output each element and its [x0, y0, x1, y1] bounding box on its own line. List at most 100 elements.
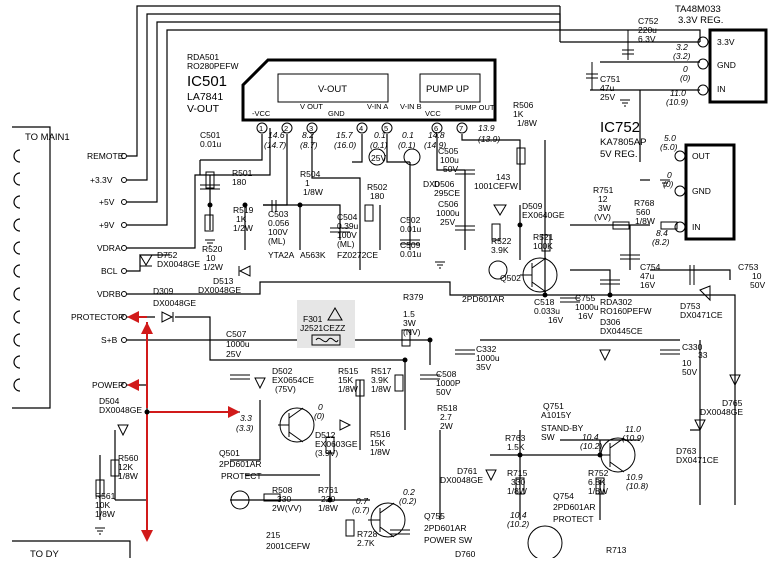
d765-ref: D765 [722, 398, 743, 408]
capacitor-icon [455, 349, 475, 355]
c509-ref: C509 [400, 240, 421, 250]
ic752-part: KA7805AP [600, 137, 646, 148]
c502-ref: C502 [400, 215, 421, 225]
capacitor-icon [230, 374, 250, 380]
c505-val: 100u [440, 155, 459, 165]
res-nv: (NV) [403, 327, 421, 337]
ic752: IC752 KA7805AP 5V REG. OUT GND IN 5.0 (5… [600, 119, 736, 247]
pin-8-icon [13, 310, 21, 324]
pin-number: 4 [359, 124, 363, 133]
diode-icon [339, 419, 352, 431]
c751-ref: C751 [600, 74, 621, 84]
ic752-body [684, 143, 736, 241]
voltage: (5.0) [660, 142, 678, 152]
ic501-part: LA7841 [187, 91, 223, 103]
q502-ref: Q502 [500, 273, 521, 283]
voltage: (10.8) [626, 481, 648, 491]
component-symbols [95, 99, 741, 561]
r506-val: 1K [513, 109, 524, 119]
fuse-symbol [311, 334, 341, 346]
d502-volt: (75V) [275, 384, 296, 394]
diode-icon [493, 204, 507, 216]
reg33-body [708, 28, 768, 104]
r518-watt: 2W [440, 421, 453, 431]
c753-val: 10 [752, 271, 762, 281]
voltage: 11.0 [670, 88, 686, 98]
c754-val: 47u [640, 271, 654, 281]
part-215: 215 [266, 530, 280, 540]
voltage: (8.2) [652, 237, 670, 247]
resistor-icon [263, 493, 281, 502]
fault-trace-arrows [127, 311, 240, 542]
connector-pins [13, 149, 21, 392]
c330-volt: 50V [682, 367, 697, 377]
res-3w: 3W [403, 318, 416, 328]
q755-ref: Q755 [424, 511, 445, 521]
ic501-vout-block [277, 73, 389, 103]
c751-value: 47u [600, 83, 614, 93]
voltage: (10.2) [507, 519, 529, 529]
voltage: 10.9 [626, 472, 643, 482]
part-fz0272ce: FZ0272CE [337, 250, 378, 260]
reg33-function: 3.3V REG. [678, 15, 723, 26]
r752-ref: R752 [588, 468, 609, 478]
resistor-icon [516, 147, 526, 165]
diode-icon [694, 419, 706, 432]
ic501-code: RDA501 [187, 52, 219, 62]
r508-watt: 2W(VV) [272, 503, 302, 513]
c332-volt: 35V [476, 362, 491, 372]
c501-ref: C501 [200, 130, 221, 140]
terminal-icon [121, 222, 127, 228]
r715-ref: R715 [507, 468, 528, 478]
r501-ref: R501 [232, 168, 253, 178]
r728-val: 2.7K [357, 538, 375, 548]
pin-1-icon [13, 149, 21, 163]
pin-number: 2 [284, 124, 288, 133]
pin-icon [697, 58, 709, 70]
q751-part: A1015Y [541, 410, 572, 420]
pin-9-icon [13, 333, 21, 347]
part-dx0: DX0 [423, 179, 440, 189]
ic501-pump-label: PUMP UP [426, 84, 469, 95]
d506-ref: D506 [434, 179, 455, 189]
r522-ref: R522 [491, 236, 512, 246]
voltage: 0.1 [402, 130, 414, 140]
pin-10-icon [13, 355, 21, 369]
c330-val: 33 [698, 350, 708, 360]
d309-ref: D309 [153, 286, 174, 296]
voltage: 0.7 [356, 496, 368, 506]
voltage: 14.6 [268, 130, 285, 140]
diode-icon [485, 469, 497, 482]
c503-ref: C503 [268, 209, 289, 219]
c332-ref: C332 [476, 344, 497, 354]
d512-part: EX0603GE [315, 439, 358, 449]
r520-val: 10 [206, 253, 216, 263]
resistor-icon [612, 221, 630, 230]
reg33-pin: 3.3V [717, 37, 735, 47]
resistor-icon [401, 329, 411, 347]
q501-part: 2PD601AR [219, 459, 262, 469]
d752-part: DX0048GE [157, 259, 200, 269]
r560-ref: R560 [118, 453, 139, 463]
capacitor-icon [330, 227, 350, 233]
c754-ref: C754 [640, 262, 661, 272]
d309-part: DX0048GE [153, 298, 196, 308]
r751-watt: 3W [598, 203, 611, 213]
terminal-icon [121, 199, 127, 205]
ground-icon [205, 239, 215, 247]
voltage: 8.4 [656, 228, 668, 238]
voltage: (0) [314, 411, 325, 421]
voltage: (0.1) [398, 140, 416, 150]
pin-2-icon [13, 172, 21, 186]
q754-ref: Q754 [553, 491, 574, 501]
capacitor-icon [271, 200, 277, 212]
pin-number: 5 [384, 124, 388, 133]
r517-val: 3.9K [371, 375, 389, 385]
res-1p5: 1.5 [403, 309, 415, 319]
connector-title: TO MAIN1 [25, 132, 70, 143]
d504-ref: D504 [99, 396, 120, 406]
r713-ref: R713 [606, 545, 627, 555]
r752-watt: 1/8W [588, 486, 608, 496]
ic501-pin-label: V-IN A [367, 102, 388, 111]
pin-icon [674, 185, 686, 197]
